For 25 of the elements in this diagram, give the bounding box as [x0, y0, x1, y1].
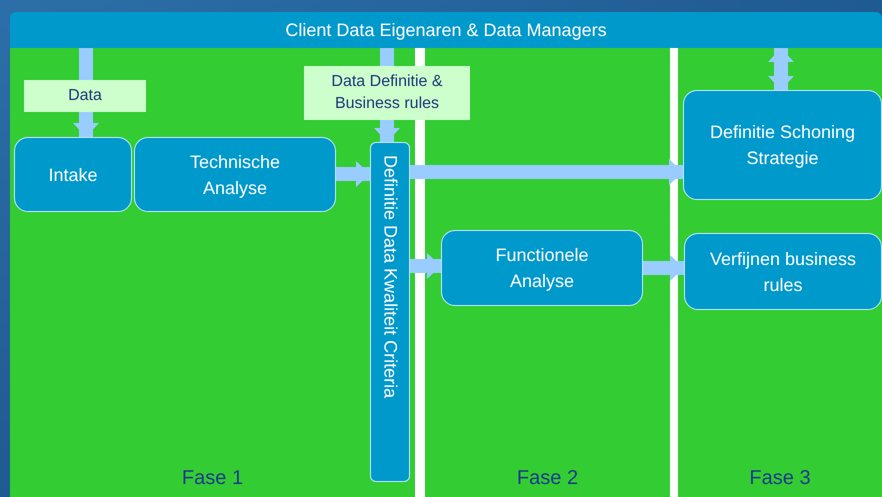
node-label: Definitie Schoning Strategie — [708, 121, 856, 170]
node-label: Client Data Eigenaren & Data Managers — [285, 18, 607, 42]
node-label: Definitie Data Kwaliteit Criteria — [380, 155, 402, 398]
arrow — [336, 161, 370, 187]
process-box — [441, 230, 643, 306]
arrow — [643, 255, 684, 281]
node-label: Functionele Analyse — [494, 244, 590, 293]
process-box — [14, 137, 132, 212]
node-label: Verfijnen business rules — [708, 248, 858, 296]
node-label: Fase 3 — [749, 466, 811, 491]
node-label: Technische Analyse — [188, 150, 282, 200]
vertical-process-bar — [370, 142, 410, 482]
edge-label: Data Definitie & Business rules — [304, 66, 470, 120]
header-bar — [10, 12, 882, 48]
process-box — [684, 233, 882, 310]
node-label: Fase 2 — [516, 466, 578, 491]
node-label: Fase 1 — [182, 466, 244, 491]
process-box — [134, 137, 336, 212]
phase-panel — [678, 48, 882, 497]
arrow — [410, 159, 683, 185]
edge-label: Data — [24, 80, 146, 112]
arrow — [410, 253, 441, 279]
process-box — [683, 90, 882, 200]
node-label: Intake — [48, 164, 98, 186]
arrow — [768, 48, 794, 90]
